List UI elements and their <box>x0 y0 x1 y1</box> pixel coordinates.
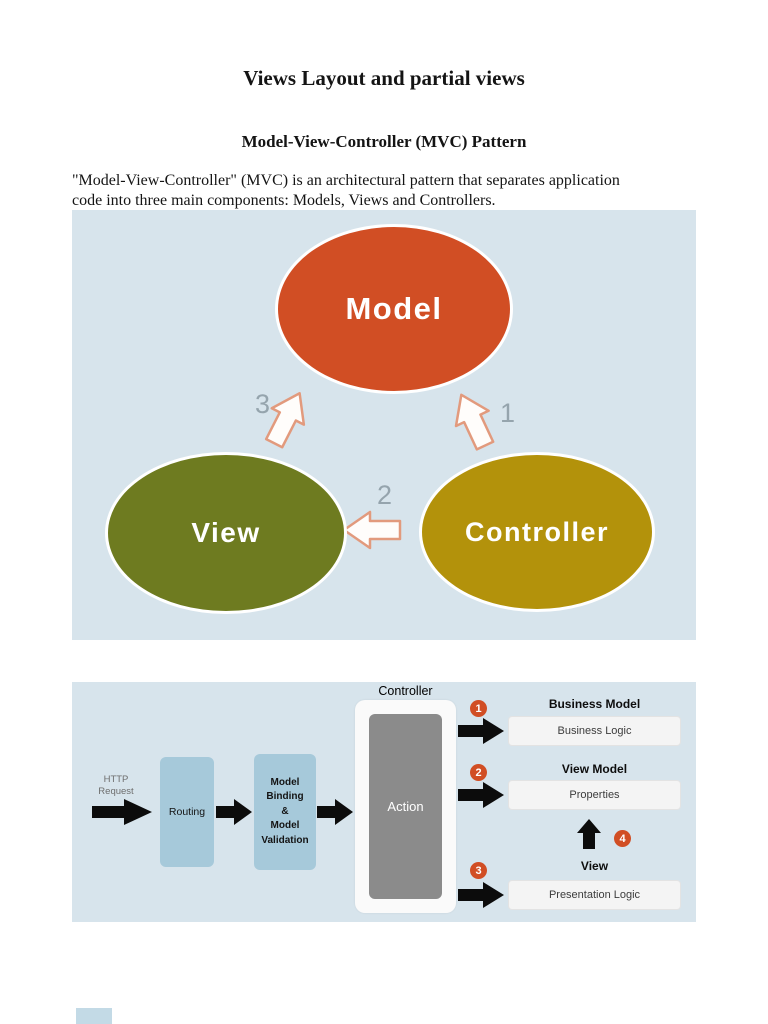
http-request-label: HTTP Request <box>98 774 134 798</box>
action-label: Action <box>387 799 424 814</box>
action-to-view-arrow-icon <box>458 882 504 908</box>
controller-node: Controller <box>419 452 655 612</box>
model-binding-box: Model Binding & Model Validation <box>254 754 316 870</box>
flow-number-3: 3 <box>255 389 271 419</box>
routing-label: Routing <box>168 806 206 818</box>
model-binding-label: Model Binding & Model Validation <box>261 776 309 846</box>
presentation-logic-label: Presentation Logic <box>548 889 641 901</box>
mvc-flow-arrows <box>264 392 495 550</box>
pipeline-arrows <box>92 718 601 908</box>
step-badge-1: 1 <box>470 700 487 717</box>
view-to-model-arrow-icon <box>264 392 306 449</box>
controller-title: Controller <box>378 684 433 698</box>
next-figure-partial <box>76 1008 112 1024</box>
step-badge-2: 2 <box>470 764 487 781</box>
business-logic-box: Business Logic <box>508 716 681 746</box>
model-label: Model <box>345 291 443 326</box>
controller-label: Controller <box>464 516 609 547</box>
routing-to-binding-arrow-icon <box>216 799 252 825</box>
step-badge-3: 3 <box>470 862 487 879</box>
business-logic-label: Business Logic <box>557 725 632 737</box>
flow-number-1: 1 <box>500 398 516 428</box>
action-to-business-model-arrow-icon <box>458 718 504 744</box>
properties-box: Properties <box>508 780 681 810</box>
view-model-title: View Model <box>561 762 628 776</box>
flow-number-2: 2 <box>377 480 393 510</box>
intro-paragraph: "Model-View-Controller" (MVC) is an arch… <box>72 172 620 209</box>
presentation-logic-box: Presentation Logic <box>508 880 681 910</box>
view-node: View <box>105 452 347 614</box>
model-node: Model <box>275 224 513 394</box>
business-model-title: Business Model <box>548 697 641 711</box>
http-request-arrow-icon <box>92 799 152 825</box>
controller-to-view-arrow-icon <box>342 510 402 550</box>
controller-to-model-arrow-icon <box>454 393 495 451</box>
view-title: View <box>580 859 609 873</box>
routing-box: Routing <box>160 757 214 867</box>
view-model-to-view-up-arrow-icon <box>577 819 601 849</box>
page-title: Views Layout and partial views <box>243 66 525 90</box>
request-pipeline-diagram: HTTP Request Routing Model Binding & Mod… <box>72 682 696 922</box>
binding-to-controller-arrow-icon <box>317 799 353 825</box>
mvc-pattern-diagram: Model View Controller 1 2 3 <box>72 210 696 640</box>
section-heading: Model-View-Controller (MVC) Pattern <box>241 132 527 151</box>
step-badge-4: 4 <box>614 830 631 847</box>
properties-label: Properties <box>569 789 620 801</box>
action-box: Action <box>369 714 442 899</box>
action-to-view-model-arrow-icon <box>458 782 504 808</box>
view-label: View <box>191 517 261 548</box>
